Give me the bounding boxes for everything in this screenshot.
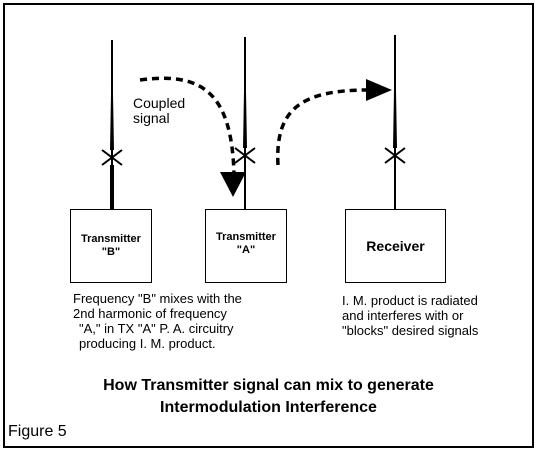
caption-line1: How Transmitter signal can mix to genera… (103, 377, 434, 394)
transmitter-b-box: Transmitter "B" (70, 209, 152, 283)
transmitter-a-id: "A" (236, 244, 256, 256)
left-note-line: Frequency "B" mixes with the (73, 291, 242, 306)
left-note-line: producing I. M. product. (79, 336, 216, 351)
antenna-b-icon (101, 38, 123, 210)
antenna-a-icon (234, 35, 256, 210)
left-note-line: "A," in TX "A" P. A. circuitry (79, 321, 234, 336)
left-note-line: 2nd harmonic of frequency (73, 306, 227, 321)
receiver-title: Receiver (366, 238, 425, 254)
transmitter-b-title: Transmitter (81, 233, 141, 245)
coupled-signal-label: Coupled signal (133, 96, 185, 126)
im-product-arrow-icon (276, 79, 392, 166)
antenna-receiver-icon (384, 33, 406, 210)
coupled-label-line1: Coupled (133, 95, 186, 111)
figure-label: Figure 5 (8, 423, 67, 440)
transmitter-a-title: Transmitter (216, 231, 276, 243)
transmitter-b-id: "B" (101, 246, 121, 258)
transmitter-a-box: Transmitter "A" (205, 209, 287, 283)
right-note: I. M. product is radiated and interferes… (342, 293, 478, 338)
right-note-line: I. M. product is radiated (342, 293, 478, 308)
left-note: Frequency "B" mixes with the 2nd harmoni… (73, 291, 242, 351)
caption-line2: Intermodulation Interference (160, 399, 377, 416)
right-note-line: "blocks" desired signals (342, 323, 479, 338)
coupled-label-line2: signal (133, 110, 170, 126)
receiver-box: Receiver (345, 209, 446, 283)
figure-frame (3, 3, 534, 448)
right-note-line: and interferes with or (342, 308, 464, 323)
coupled-signal-arrow-icon (139, 76, 246, 197)
